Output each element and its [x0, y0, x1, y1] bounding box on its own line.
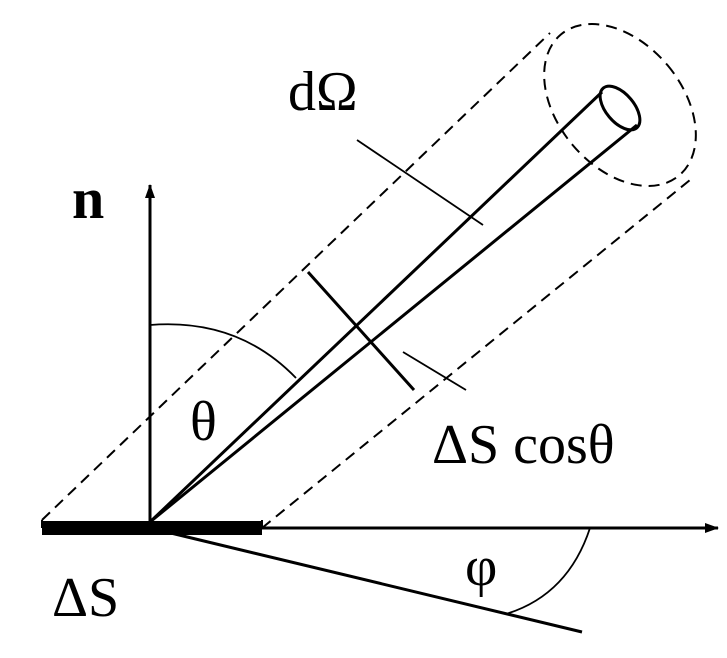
cylinder-upper-edge: [41, 32, 551, 521]
solid-angle-cone: [148, 84, 642, 524]
solid-angle-label: dΩ: [288, 61, 358, 123]
projected-area-cross-line: [306, 270, 416, 392]
cone-upper-edge: [148, 90, 604, 524]
cone-end-ellipse: [598, 84, 642, 132]
area-label: ΔS: [52, 567, 119, 629]
cylinder-lower-edge: [261, 179, 691, 529]
projected-area-leader: [402, 351, 467, 391]
surface-element-bar: [42, 521, 262, 535]
cylinder-end-ellipse: [543, 23, 697, 187]
projected-area-label: ΔS cosθ: [432, 414, 615, 476]
projection-cylinder: [41, 23, 697, 529]
phi-arc: [505, 527, 591, 615]
polar-angle-label: θ: [190, 391, 217, 453]
solid-angle-leader: [356, 139, 484, 226]
theta-arc: [149, 323, 297, 379]
azimuth-projection-line: [149, 526, 583, 634]
normal-label: n: [72, 166, 104, 231]
cone-lower-edge: [149, 123, 638, 524]
azimuth-angle-label: φ: [465, 536, 497, 598]
